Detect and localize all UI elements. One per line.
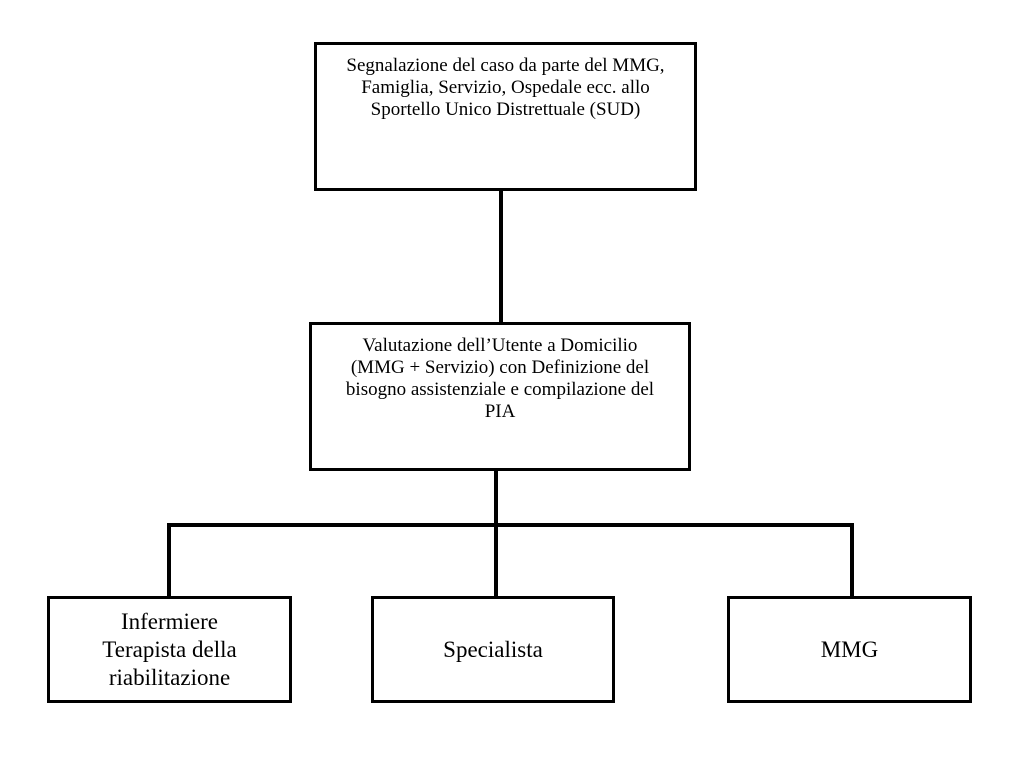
node-infermiere-line-2: Terapista della xyxy=(102,637,237,662)
node-infermiere: Infermiere Terapista della riabilitazion… xyxy=(47,596,292,703)
node-segnalazione: Segnalazione del caso da parte del MMG, … xyxy=(314,42,697,191)
node-segnalazione-line-3: Sportello Unico Distrettuale (SUD) xyxy=(370,99,641,120)
node-specialista: Specialista xyxy=(371,596,615,703)
connector-branch-to-infermiere xyxy=(167,523,171,597)
connector-branch-to-mmg xyxy=(850,523,854,597)
node-valutazione-line-4: PIA xyxy=(484,401,516,422)
node-infermiere-line-3: riabilitazione xyxy=(108,665,231,690)
node-segnalazione-line-2: Famiglia, Servizio, Ospedale ecc. allo xyxy=(361,77,650,98)
connector-branch-to-specialista xyxy=(494,523,498,597)
node-valutazione-line-3: bisogno assistenziale e compilazione del xyxy=(345,379,655,400)
connector-branch-horizontal xyxy=(167,523,854,527)
node-specialista-label: Specialista xyxy=(443,636,543,662)
connector-top-to-middle xyxy=(499,190,503,323)
node-segnalazione-line-1: Segnalazione del caso da parte del MMG, xyxy=(346,55,665,76)
node-mmg-label: MMG xyxy=(820,636,879,662)
node-mmg: MMG xyxy=(727,596,972,703)
node-valutazione: Valutazione dell’Utente a Domicilio (MMG… xyxy=(309,322,691,471)
connector-middle-to-branch xyxy=(494,470,498,527)
node-valutazione-line-2: (MMG + Servizio) con Definizione del xyxy=(350,357,650,378)
node-infermiere-line-1: Infermiere xyxy=(120,609,219,634)
node-valutazione-line-1: Valutazione dell’Utente a Domicilio xyxy=(362,335,638,356)
